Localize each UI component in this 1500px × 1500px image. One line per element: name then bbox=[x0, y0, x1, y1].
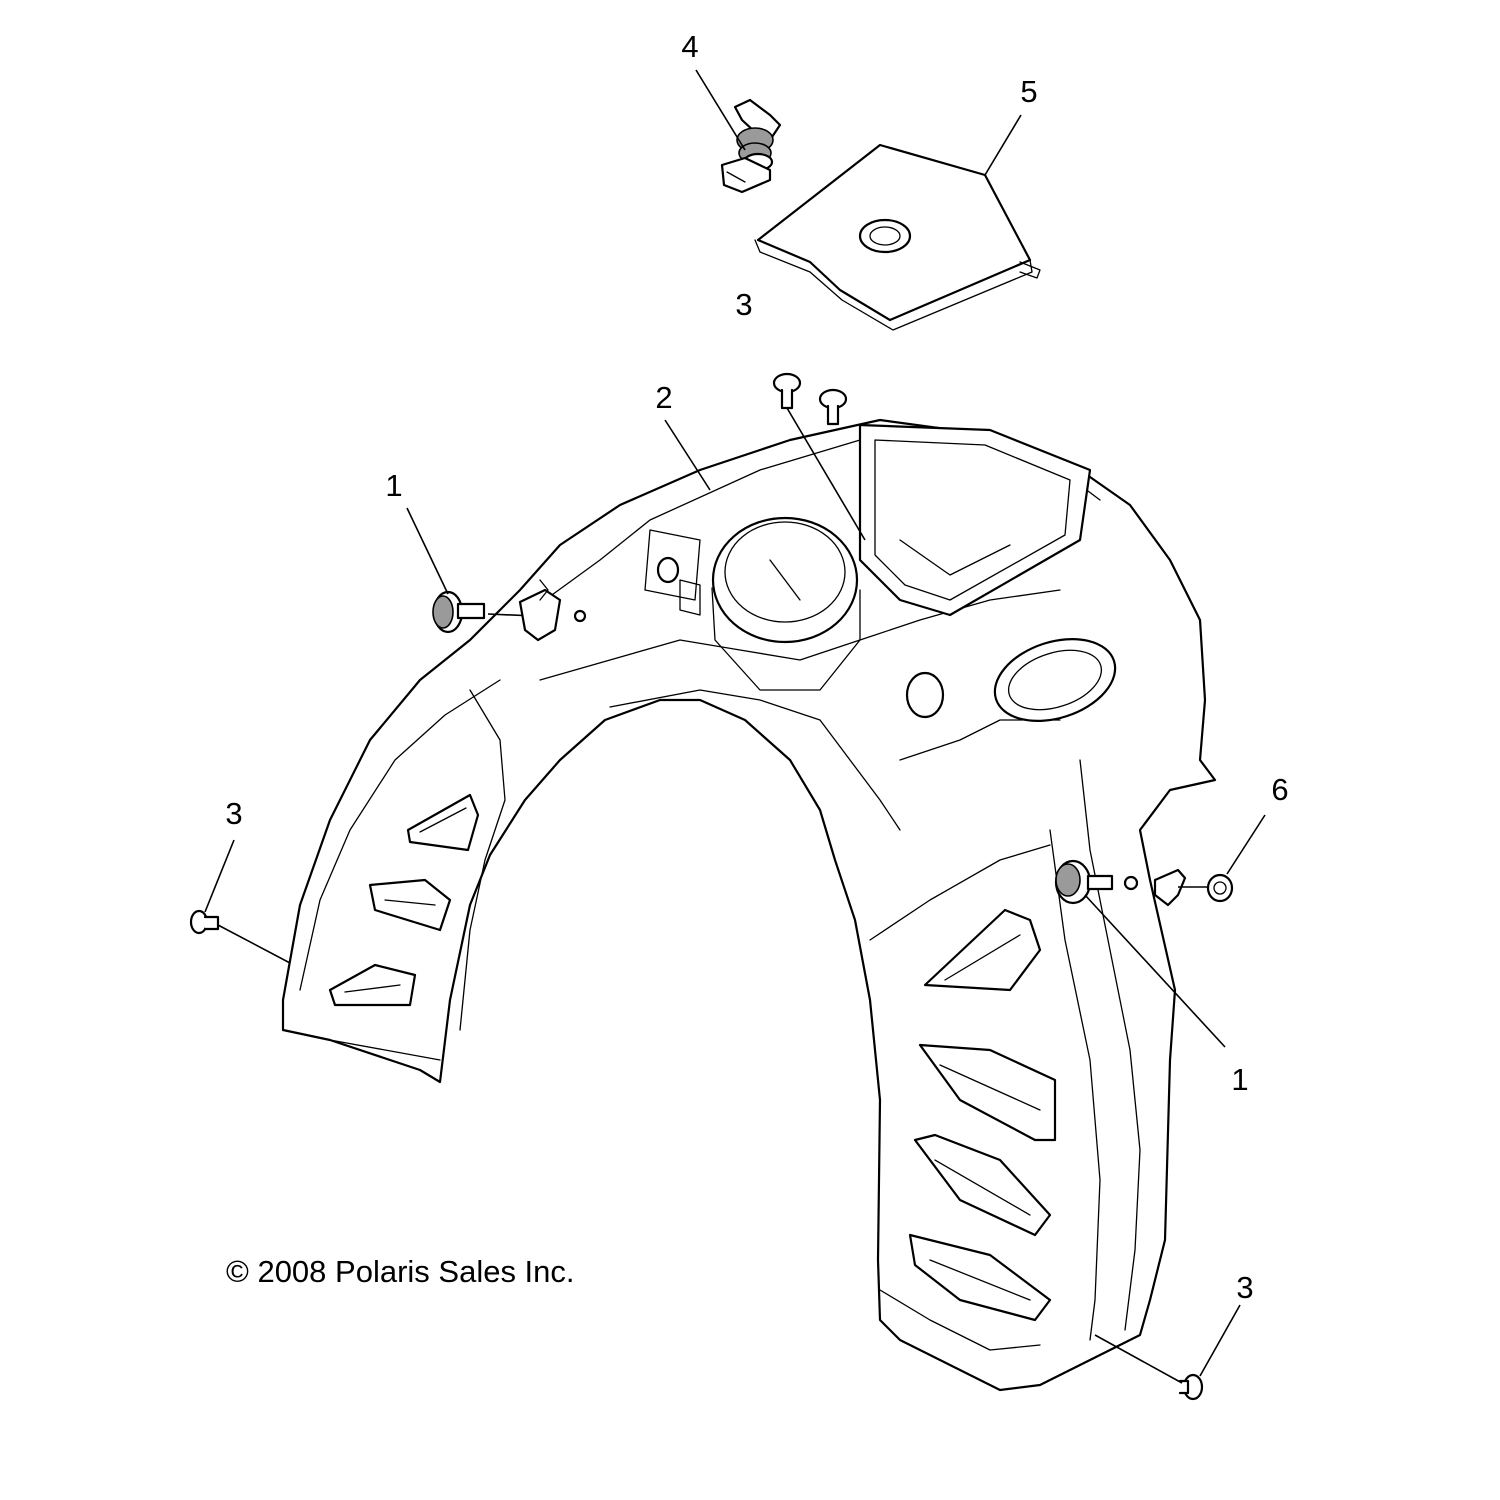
callout-1-left: 1 bbox=[385, 468, 402, 503]
callout-3-left: 3 bbox=[225, 796, 242, 831]
callout-5: 5 bbox=[1020, 74, 1037, 109]
callout-6: 6 bbox=[1271, 772, 1288, 807]
callouts: 4 5 3 2 1 3 6 1 3 bbox=[225, 29, 1288, 1305]
leader-lines bbox=[204, 69, 1266, 1384]
part-4-latch bbox=[720, 98, 782, 194]
part-2-console-housing bbox=[281, 418, 1217, 1392]
part-1-grommet-right bbox=[1054, 859, 1212, 907]
callout-1-right: 1 bbox=[1231, 1062, 1248, 1097]
callout-3-bottom: 3 bbox=[1236, 1270, 1253, 1305]
callout-2: 2 bbox=[655, 380, 672, 415]
part-1-grommet-left bbox=[432, 579, 587, 642]
callout-3-top: 3 bbox=[735, 287, 752, 322]
part-3-screws bbox=[189, 372, 1204, 1401]
part-6-nut bbox=[1206, 873, 1234, 903]
part-5-cover-lid bbox=[754, 143, 1041, 331]
callout-4: 4 bbox=[681, 29, 698, 64]
copyright-text: © 2008 Polaris Sales Inc. bbox=[226, 1254, 575, 1289]
